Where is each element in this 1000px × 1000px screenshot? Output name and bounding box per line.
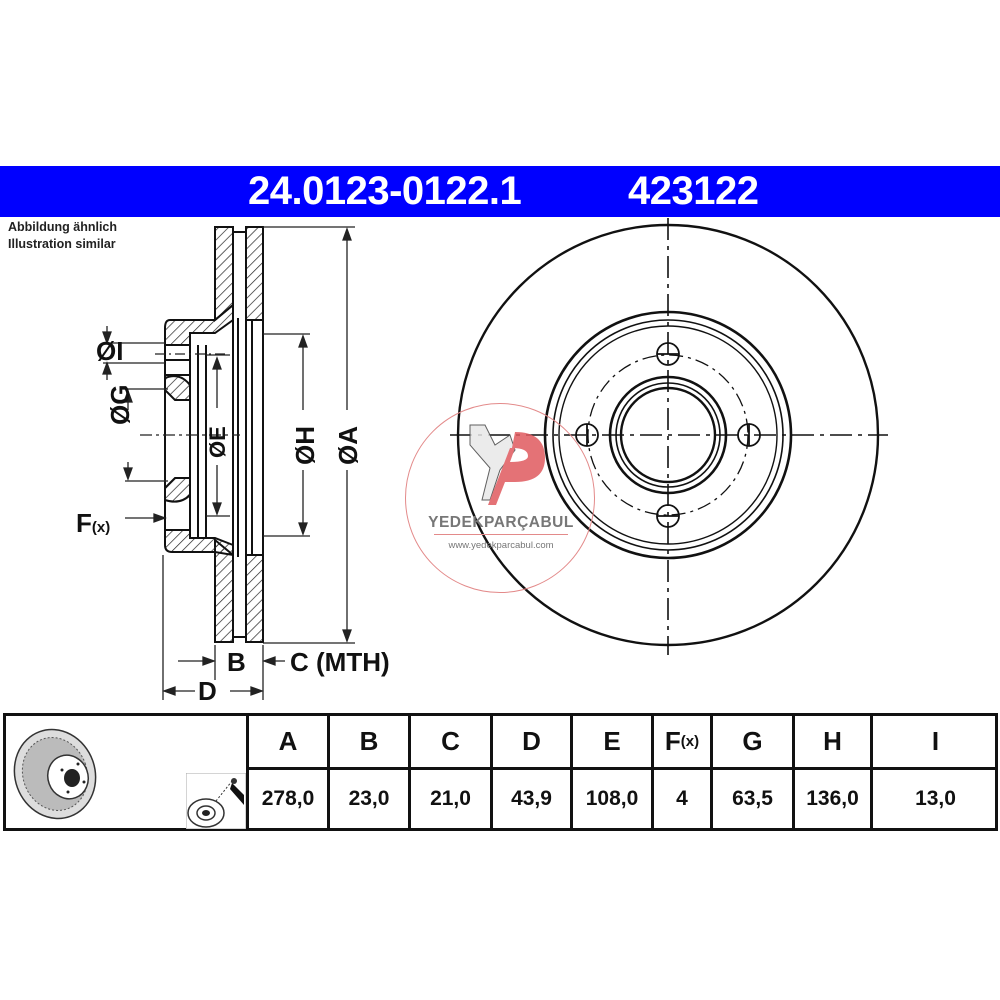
note-german: Abbildung ähnlich xyxy=(8,220,118,234)
dimension-label-c: C (MTH) xyxy=(290,647,390,677)
value-c: 21,0 xyxy=(408,770,490,828)
header-b: B xyxy=(327,716,408,770)
watermark-divider xyxy=(434,534,568,535)
watermark: YEDEKPARÇABUL www.yedekparcabul.com xyxy=(405,403,595,593)
header-g: G xyxy=(710,716,792,770)
header-e: E xyxy=(570,716,651,770)
header-a: A xyxy=(246,716,327,770)
dimension-label-b: B xyxy=(227,647,246,677)
dimension-label-g: ØG xyxy=(105,384,135,425)
header-f-sub: (x) xyxy=(680,733,700,750)
value-a: 278,0 xyxy=(246,770,327,828)
value-d: 43,9 xyxy=(490,770,570,828)
dimension-label-h: ØH xyxy=(290,426,320,465)
header-d: D xyxy=(490,716,570,770)
value-e: 108,0 xyxy=(570,770,651,828)
header-f: F(x) xyxy=(651,716,710,770)
side-section-view xyxy=(164,226,264,643)
value-g: 63,5 xyxy=(710,770,792,828)
f-label: F xyxy=(76,508,92,538)
dimension-label-d: D xyxy=(198,676,217,706)
header-bar xyxy=(0,166,1000,217)
header-c: C xyxy=(408,716,490,770)
watermark-url: www.yedekparcabul.com xyxy=(448,540,554,551)
value-b: 23,0 xyxy=(327,770,408,828)
part-number: 24.0123-0122.1 xyxy=(248,169,522,213)
dimension-table: A B C D E F(x) G H I 278,0 23,0 21,0 43,… xyxy=(3,713,998,831)
watermark-brand: YEDEKPARÇABUL xyxy=(428,514,574,531)
dimension-label-e: ØE xyxy=(205,426,230,458)
dimension-label-i: ØI xyxy=(96,336,124,366)
spray-cleaning-icon xyxy=(186,773,246,829)
brake-disc-3d-icon xyxy=(13,728,97,820)
header-h: H xyxy=(792,716,870,770)
value-h: 136,0 xyxy=(792,770,870,828)
header-i: I xyxy=(870,716,998,770)
dimension-label-a: ØA xyxy=(333,426,363,465)
note-english: Illustration similar xyxy=(8,237,116,251)
value-f: 4 xyxy=(651,770,710,828)
f-sub-label: (x) xyxy=(91,519,111,536)
reference-number: 423122 xyxy=(628,169,759,213)
header-f-letter: F xyxy=(664,726,681,756)
value-i: 13,0 xyxy=(870,770,998,828)
dimension-lines xyxy=(102,226,355,700)
dimension-label-f: F(x) xyxy=(76,508,110,539)
front-view-disc xyxy=(450,218,888,655)
